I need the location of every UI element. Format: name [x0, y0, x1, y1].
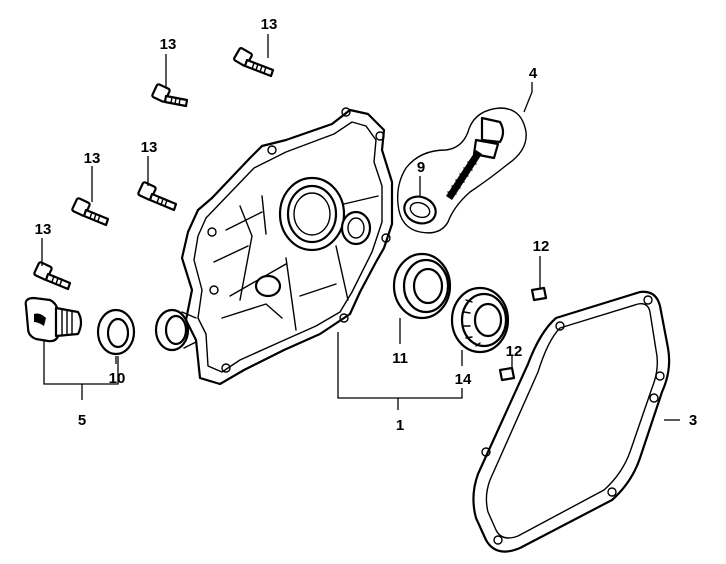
- gasket-3: [472, 290, 671, 553]
- oil-level-gauge-group: [396, 107, 527, 234]
- callout-9: 9: [417, 159, 425, 176]
- bolt-13-e: [33, 261, 72, 291]
- callout-13-d: 13: [84, 150, 101, 167]
- dowel-pin-12-b: [498, 366, 516, 382]
- oil-filler-plug: [24, 296, 83, 343]
- washer-10: [96, 308, 136, 356]
- callout-12-a: 12: [533, 238, 550, 255]
- callout-1: 1: [396, 417, 404, 434]
- crankcase-cover: [154, 107, 394, 386]
- leader-lines: [41, 34, 680, 421]
- callout-11: 11: [392, 350, 408, 367]
- callout-13-a: 13: [160, 36, 177, 53]
- callout-13-e: 13: [35, 221, 52, 238]
- bolt-13-b: [151, 83, 189, 108]
- oil-seal-11: [392, 252, 452, 320]
- dowel-pin-12-a: [530, 286, 548, 302]
- bolt-13-c: [137, 181, 178, 212]
- callout-13-b: 13: [261, 16, 278, 33]
- callout-12-b: 12: [506, 343, 523, 360]
- bolt-13-a: [233, 47, 275, 78]
- callout-4: 4: [529, 65, 538, 82]
- callout-3: 3: [689, 412, 697, 429]
- callout-14: 14: [455, 371, 472, 388]
- callout-labels: 1 3 4 5 9 10 11 12 12 13 13 13 13 13 14: [35, 16, 698, 434]
- bolt-13-d: [71, 197, 110, 227]
- callout-13-c: 13: [141, 139, 158, 156]
- callout-5: 5: [78, 412, 86, 429]
- ball-bearing-14: [450, 286, 510, 354]
- callout-10: 10: [109, 370, 126, 387]
